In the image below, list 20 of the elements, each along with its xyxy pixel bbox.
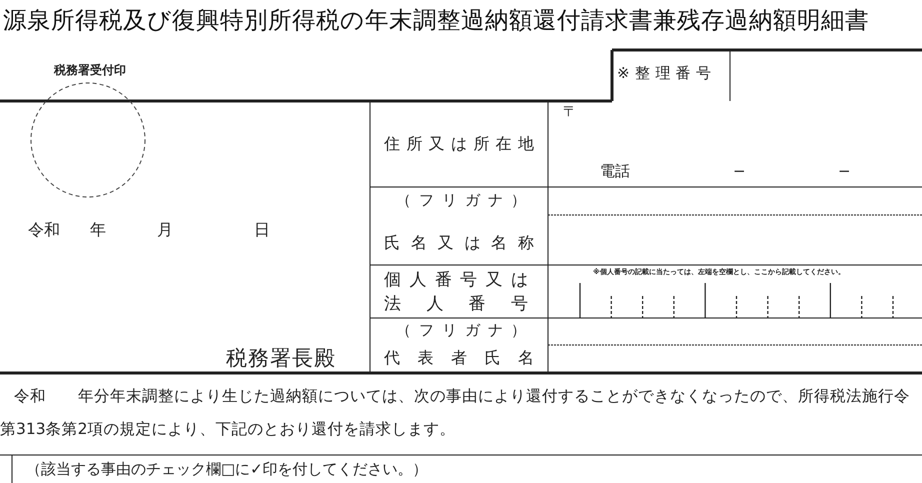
field-label: 代表者氏名 <box>384 348 534 368</box>
field-label: 氏名又は名称 <box>384 233 534 252</box>
field-label: 電話 <box>600 162 630 180</box>
addressee-text: 税務署長殿 <box>226 346 336 372</box>
postal-mark: 〒 <box>563 104 577 121</box>
date-label: 月 <box>157 220 173 240</box>
phone-separator: − <box>838 162 851 180</box>
request-statement: 令和 年分年末調整により生じた過納額については、次の事由により還付することができなくなったので、所得税法施行令第313条第2項の規定により、下記のとおり還付を請求します。 <box>0 386 911 440</box>
field-label: 個人番号又は法人番号 <box>384 269 534 316</box>
field-label: ※整理番号 <box>617 64 713 82</box>
field-label: 住所又は所在地 <box>384 134 534 154</box>
instruction-text: （該当する事由のチェック欄□に✓印を付してください。） <box>26 460 428 478</box>
form-title: 源泉所得税及び復興特別所得税の年末調整過納額還付請求書兼残存過納額明細書 <box>3 6 869 34</box>
field-label: （フリガナ） <box>396 191 526 209</box>
field-label: （フリガナ） <box>396 321 526 339</box>
date-label: 令和 <box>28 220 60 240</box>
date-label: 年 <box>90 220 106 240</box>
date-label: 日 <box>254 220 270 240</box>
stamp-caption: 税務署受付印 <box>52 62 127 79</box>
phone-separator: − <box>733 162 746 180</box>
